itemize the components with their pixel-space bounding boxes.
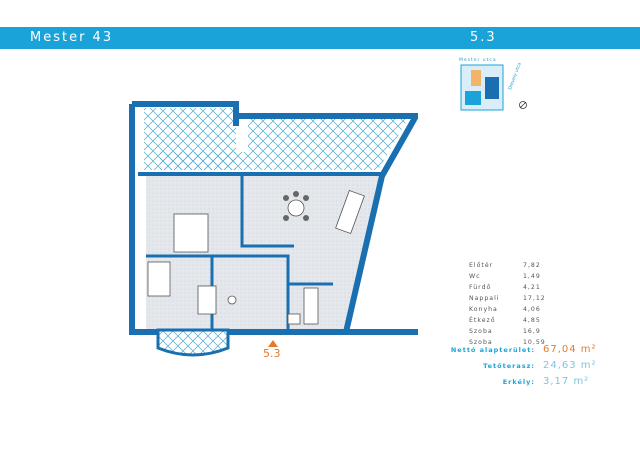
- header-bar: Mester 43 5.3: [0, 27, 640, 49]
- unit-number: 5.3: [470, 30, 497, 45]
- balcony-area-row: Erkély:3,17 m²: [502, 376, 590, 387]
- terrace-area-row: Tetőterasz:24,63 m²: [483, 360, 597, 371]
- toilet-icon: [227, 295, 237, 305]
- dining-table-icon: [287, 199, 305, 217]
- street-label-2: Drevely utca: [507, 62, 523, 91]
- bathtub-icon: [303, 287, 319, 325]
- bed-icon: [147, 261, 171, 297]
- street-label-1: Mester utca: [459, 57, 497, 63]
- sink-icon: [287, 313, 301, 325]
- location-map: Mester utca Drevely utca: [455, 55, 535, 119]
- bed-icon: [173, 213, 209, 253]
- bed-icon: [197, 285, 217, 315]
- sofa-icon: [335, 189, 365, 235]
- unit-marker-icon: [268, 340, 278, 347]
- balcony: [156, 328, 230, 357]
- project-title: Mester 43: [30, 30, 114, 45]
- net-area-row: Nettó alapterület:67,04 m²: [450, 344, 597, 355]
- compass-icon: [519, 101, 527, 109]
- floor-plan: [128, 96, 422, 362]
- terrace-right: [160, 114, 411, 170]
- plan-unit-label: 5.3: [263, 347, 281, 360]
